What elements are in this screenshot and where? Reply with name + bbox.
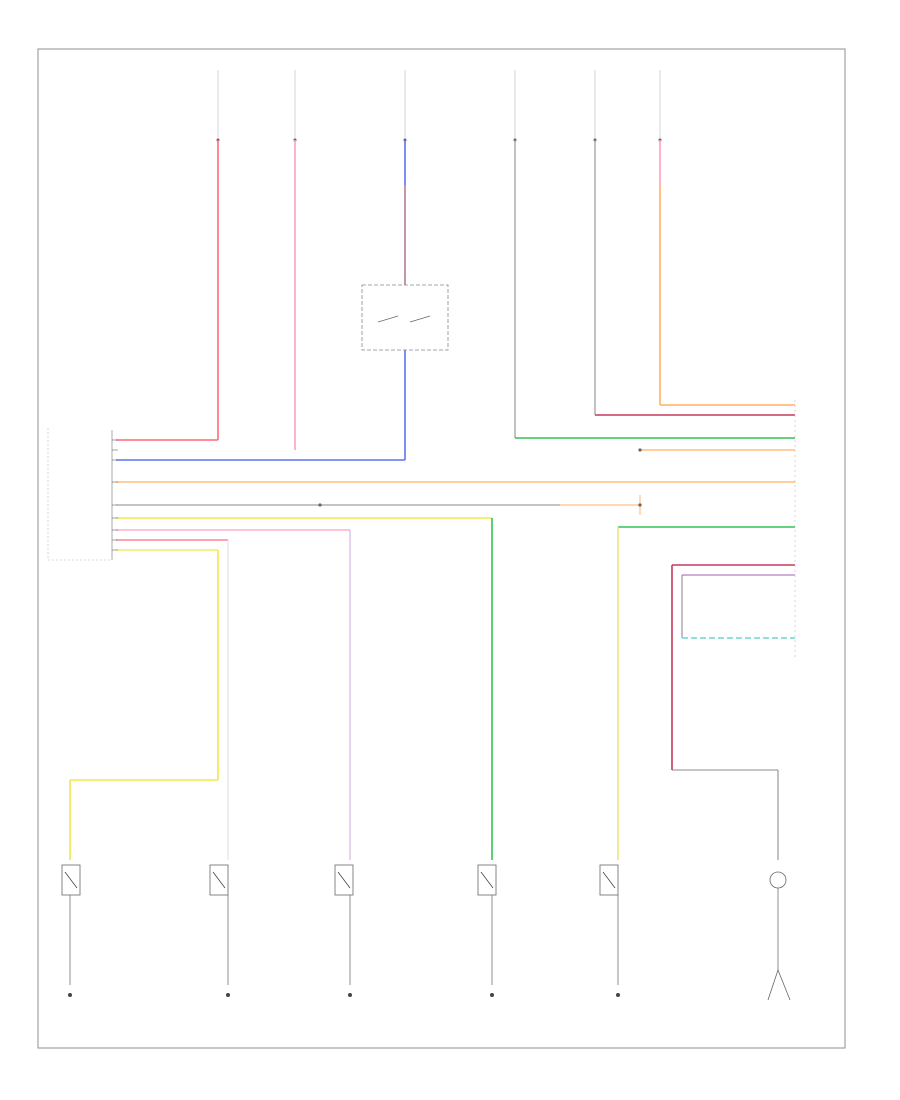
cluster-pins — [112, 439, 118, 551]
fuse-2 — [293, 70, 297, 450]
sensor-s1 — [61, 864, 81, 997]
fuse-5 — [593, 70, 795, 416]
diagram-border — [37, 48, 846, 1049]
fuse-6 — [658, 70, 795, 406]
sensor-s2 — [209, 864, 230, 997]
sensor-s4 — [477, 864, 497, 997]
sensor-s5 — [599, 864, 620, 997]
sensor-s6 — [767, 871, 791, 1001]
fuse-4 — [513, 70, 795, 439]
relay-box — [361, 284, 449, 351]
cluster-outline — [47, 428, 113, 561]
splice-2 — [318, 503, 322, 507]
fuse-1 — [116, 70, 220, 441]
splice-3 — [638, 503, 642, 507]
splice-1 — [638, 448, 642, 452]
fuse-3 — [116, 70, 407, 461]
sensor-s3 — [334, 864, 354, 997]
